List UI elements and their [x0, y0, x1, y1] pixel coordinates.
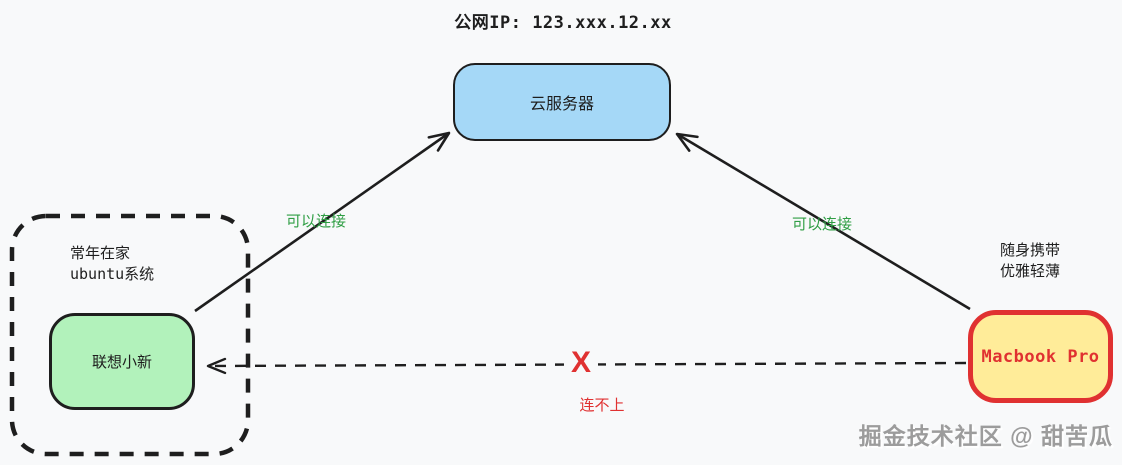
macbook-label: Macbook Pro — [981, 346, 1100, 367]
home-caption-line2: ubuntu系统 — [70, 265, 155, 283]
lenovo-label: 联想小新 — [91, 354, 152, 371]
public-ip-title: 公网IP: 123.xxx.12.xx — [454, 13, 672, 33]
cloud-server-label: 云服务器 — [529, 96, 594, 113]
edge-label-lenovo-cloud: 可以连接 — [286, 213, 347, 230]
fail-label: 连不上 — [579, 397, 625, 414]
fail-x-mark: X — [563, 347, 599, 378]
home-group-caption: 常年在家 ubuntu系统 — [70, 243, 154, 285]
watermark: 掘金技术社区 @ 甜苦瓜 — [858, 423, 1113, 449]
node-lenovo: 联想小新 — [49, 313, 195, 410]
node-macbook: Macbook Pro — [968, 310, 1113, 403]
edge-label-macbook-cloud: 可以连接 — [792, 216, 853, 233]
macbook-note-line2: 优雅轻薄 — [999, 263, 1060, 280]
macbook-note: 随身携带 优雅轻薄 — [975, 240, 1085, 282]
macbook-note-line1: 随身携带 — [999, 242, 1060, 259]
node-cloud-server: 云服务器 — [453, 63, 671, 141]
home-caption-line1: 常年在家 — [70, 245, 131, 262]
